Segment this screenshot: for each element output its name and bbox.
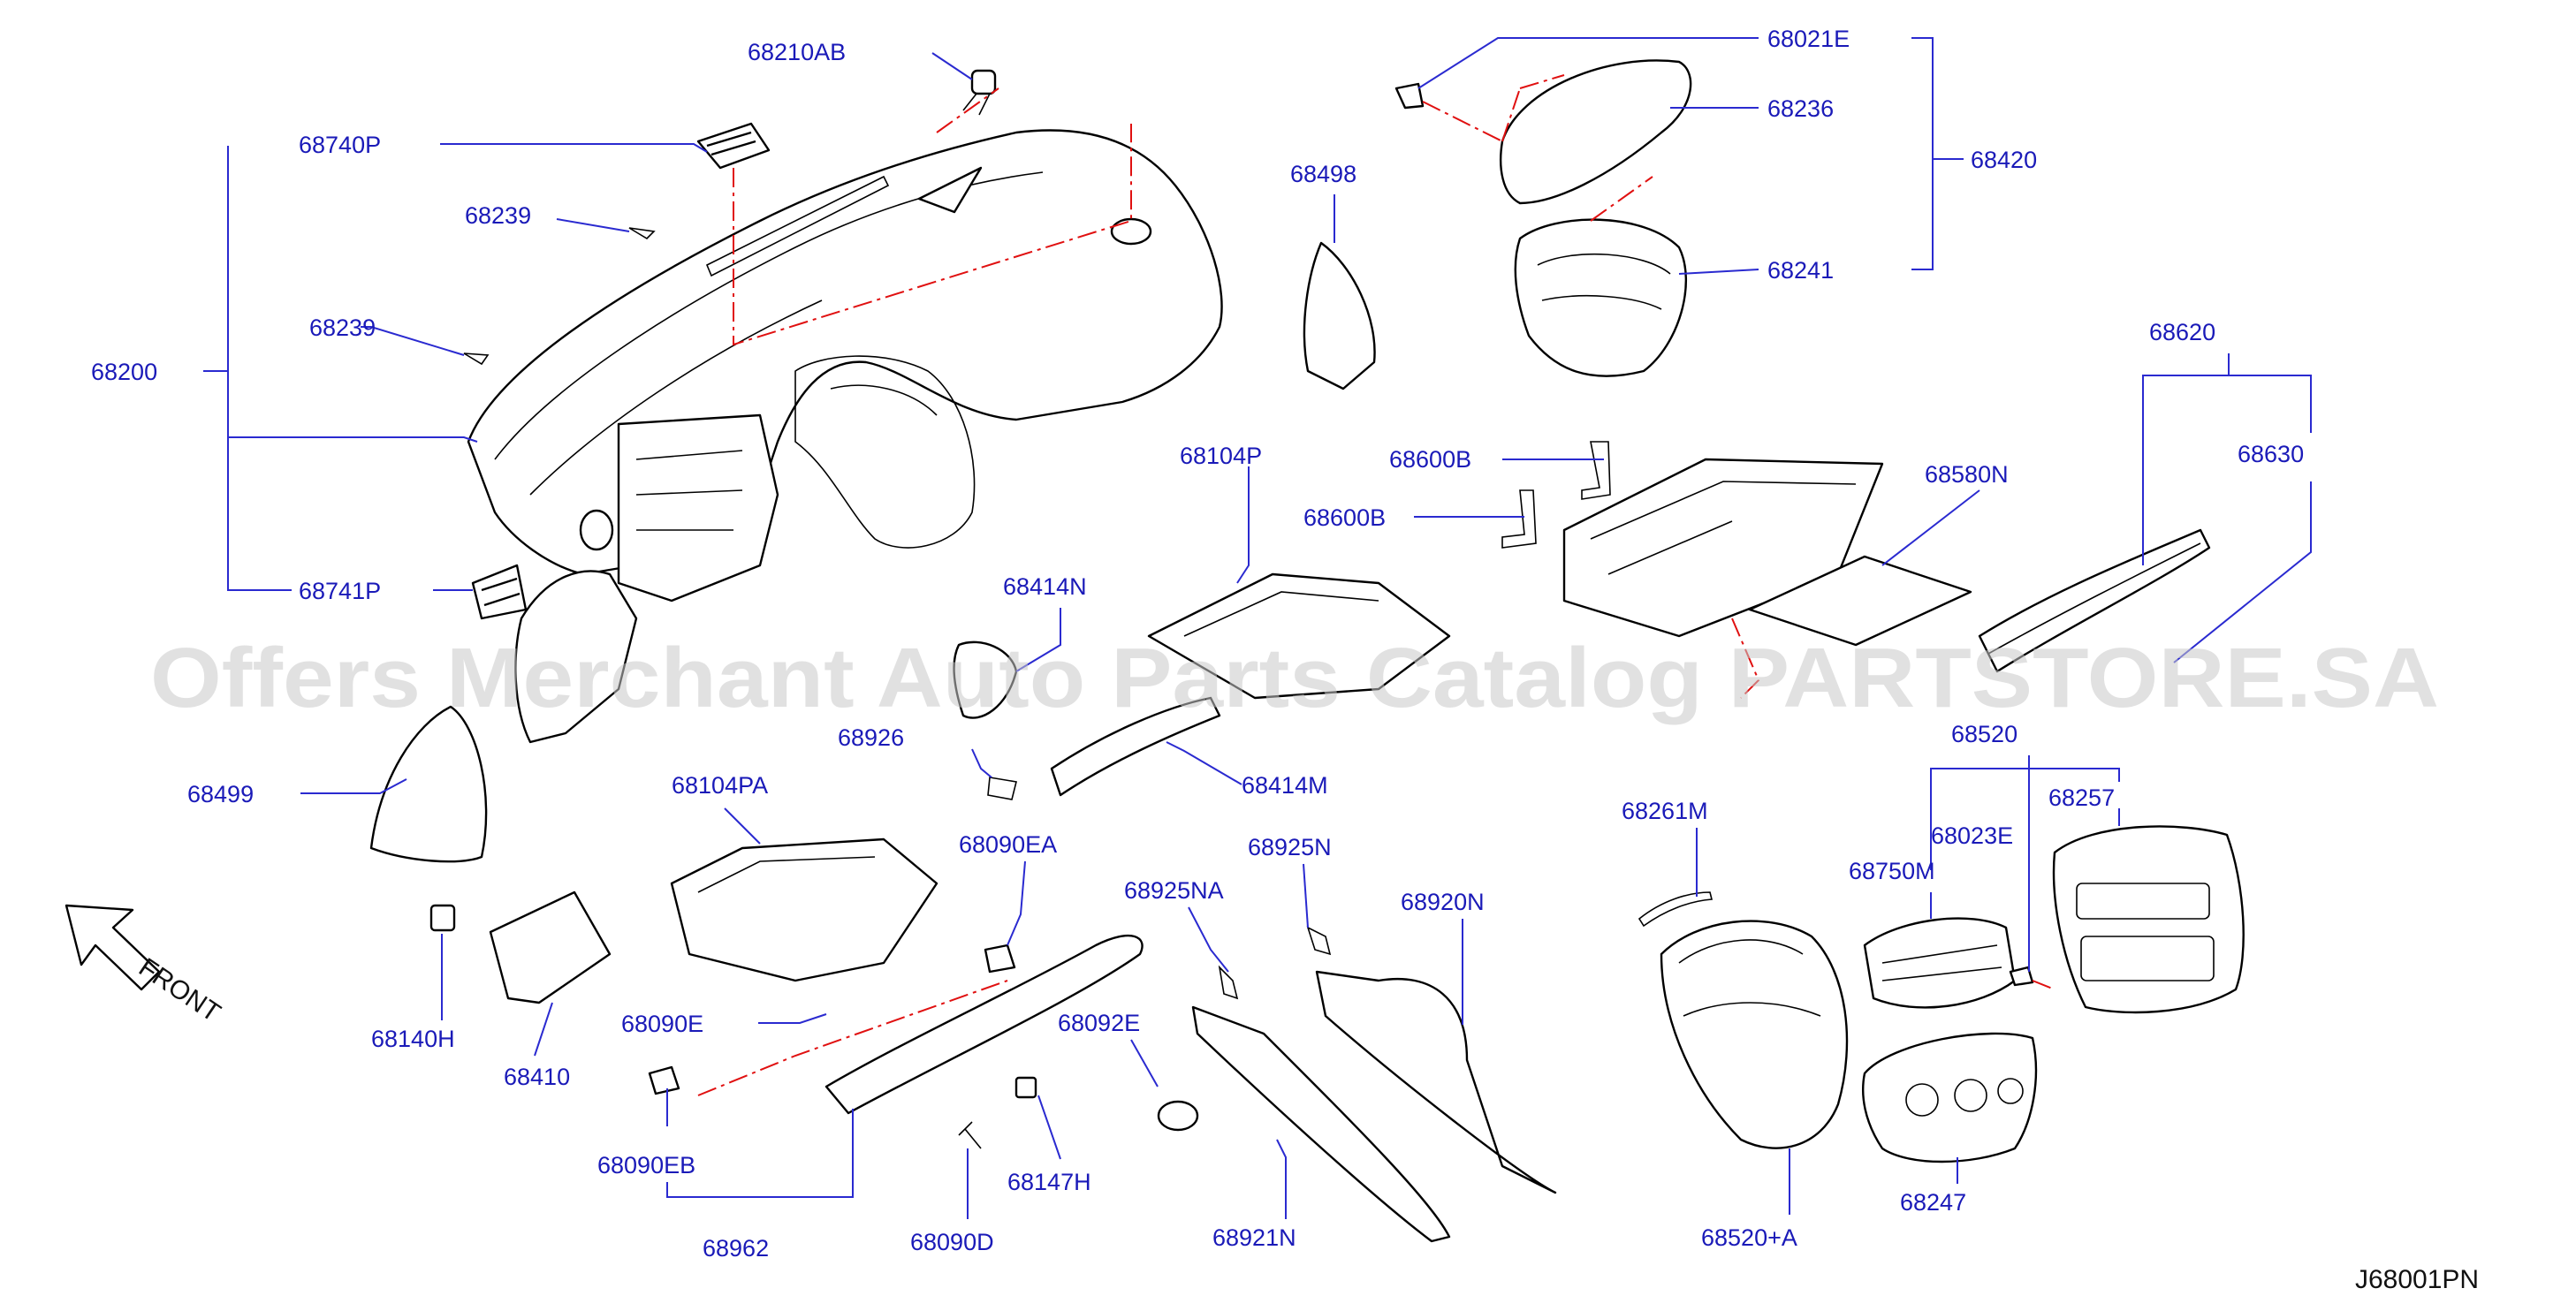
clip-68925N-part — [1306, 926, 1332, 956]
part-label-68925N: 68925N — [1248, 834, 1332, 860]
part-label-68104PA: 68104PA — [672, 772, 768, 799]
bracket-68498-part — [1303, 241, 1376, 390]
clip-68926-part — [987, 777, 1017, 800]
part-label-68239-upper: 68239 — [465, 202, 531, 229]
assembly-dash-lines — [697, 74, 2055, 1096]
lower-cover-68104PA-part — [670, 837, 938, 982]
instrument-panel-assembly — [467, 129, 1223, 744]
part-labels: 68210AB 68740P 68239 68239 68200 68741P … — [91, 26, 2304, 1262]
glove-box-68920N-part — [1315, 970, 1557, 1194]
diagram-code: J68001PN — [2355, 1265, 2479, 1294]
pad-68239-lower-part — [463, 352, 490, 366]
clip-68147H-part — [1014, 1076, 1037, 1099]
heater-control-68247-part — [1862, 1032, 2038, 1163]
part-label-68092E: 68092E — [1058, 1010, 1140, 1036]
part-label-68921N: 68921N — [1212, 1224, 1296, 1251]
part-label-68200: 68200 — [91, 359, 157, 385]
screw-68090D-part — [958, 1121, 982, 1149]
part-label-68140H: 68140H — [371, 1026, 455, 1052]
part-label-68499: 68499 — [187, 781, 254, 807]
part-label-68090D: 68090D — [910, 1229, 994, 1255]
part-label-68620: 68620 — [2149, 319, 2215, 345]
part-label-68210AB: 68210AB — [748, 39, 846, 65]
part-label-68261M: 68261M — [1622, 798, 1708, 824]
cluster-lid-68236-part — [1500, 59, 1692, 205]
finisher-68414N-part — [953, 640, 1018, 719]
clip-68210AB-part — [962, 69, 997, 116]
finisher-68414M-part — [1050, 696, 1221, 797]
side-vent-left-part — [696, 122, 771, 170]
trim-strip-68620-part — [1978, 528, 2211, 673]
leader-lines — [203, 37, 2312, 1219]
part-label-68239-lower: 68239 — [309, 314, 376, 341]
part-label-68580N: 68580N — [1925, 461, 2009, 488]
bracket-68600B-lower-part — [1501, 489, 1537, 549]
part-label-68257: 68257 — [2048, 784, 2115, 811]
side-vent-right-part — [471, 564, 528, 620]
knee-trim-68962-part — [824, 934, 1144, 1115]
pad-68239-upper-part — [628, 227, 656, 240]
part-label-68920N: 68920N — [1401, 889, 1485, 915]
part-label-68410: 68410 — [504, 1064, 570, 1090]
panel-68410-part — [489, 890, 612, 1004]
side-cover-68499-part — [369, 705, 488, 863]
part-label-68090EB: 68090EB — [597, 1152, 695, 1178]
part-label-68023E: 68023E — [1931, 822, 2013, 849]
part-label-68520A: 68520+A — [1701, 1224, 1797, 1251]
front-arrow-icon — [65, 904, 161, 991]
finisher-68261M-part — [1638, 891, 1714, 928]
part-label-68414M: 68414M — [1242, 772, 1328, 799]
part-label-68926: 68926 — [838, 724, 904, 751]
clip-68090EA-part — [984, 943, 1016, 974]
clip-68023E-part — [2009, 966, 2034, 987]
bracket-68600B-upper-part — [1581, 441, 1611, 500]
front-label: FRONT — [133, 952, 225, 1027]
part-label-68420: 68420 — [1971, 147, 2037, 173]
clip-68090EB-part — [648, 1065, 680, 1095]
part-label-68236: 68236 — [1767, 95, 1834, 122]
part-label-68247: 68247 — [1900, 1189, 1966, 1216]
part-label-68962: 68962 — [703, 1235, 769, 1262]
cover-68140H-part — [429, 904, 456, 932]
part-label-68090E: 68090E — [621, 1011, 703, 1037]
part-label-68925NA: 68925NA — [1124, 877, 1224, 904]
part-label-68520: 68520 — [1951, 721, 2017, 747]
clip-68021E-part — [1394, 82, 1425, 110]
part-label-68600B-lower: 68600B — [1303, 504, 1386, 531]
part-label-68021E: 68021E — [1767, 26, 1850, 52]
watermark: Offers Merchant Auto Parts Catalog PARTS… — [150, 631, 2439, 725]
part-label-68741P: 68741P — [299, 578, 381, 604]
part-label-68241: 68241 — [1767, 257, 1834, 284]
part-label-68414N: 68414N — [1003, 573, 1087, 600]
cluster-housing-68241-part — [1514, 218, 1687, 377]
lower-cover-68104P-part — [1147, 572, 1451, 700]
part-label-68600B-upper: 68600B — [1389, 446, 1471, 473]
clip-68925NA-part — [1218, 965, 1239, 1000]
center-vent-68750M-part — [1863, 917, 2017, 1009]
part-label-68104P: 68104P — [1180, 443, 1262, 469]
center-bezel-68520A-part — [1660, 920, 1849, 1149]
part-label-68090EA: 68090EA — [959, 831, 1057, 858]
part-label-68498: 68498 — [1290, 161, 1356, 187]
glove-box-lid-68580N-part — [1748, 555, 1972, 647]
part-label-68750M: 68750M — [1849, 858, 1935, 884]
plug-68092E-part — [1157, 1100, 1199, 1132]
glove-lid-68921N-part — [1191, 1005, 1451, 1243]
part-label-68147H: 68147H — [1007, 1169, 1091, 1195]
part-label-68630: 68630 — [2238, 441, 2304, 467]
part-label-68740P: 68740P — [299, 132, 381, 158]
